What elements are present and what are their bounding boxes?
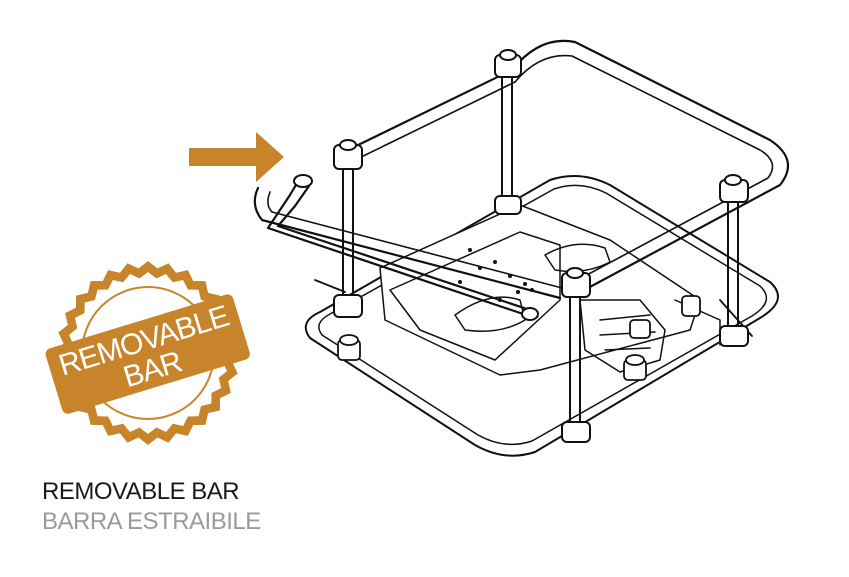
post-connectors bbox=[333, 49, 749, 443]
removable-bar-end bbox=[293, 174, 313, 188]
frame-illustration bbox=[253, 39, 790, 457]
post-front bbox=[569, 289, 581, 431]
mechanism-links bbox=[599, 299, 721, 351]
removable-bar-tube bbox=[266, 176, 537, 320]
removable-bar-seal: REMOVABLE BAR bbox=[45, 261, 250, 445]
top-frame-tube bbox=[253, 39, 790, 300]
seal-banner bbox=[45, 294, 250, 414]
removable-bar-end-2 bbox=[521, 307, 539, 321]
mechanism bbox=[579, 299, 666, 373]
caption-english: REMOVABLE BAR bbox=[42, 478, 240, 505]
post-back bbox=[501, 74, 513, 209]
top-frame-tube-inner bbox=[267, 54, 774, 289]
post-right bbox=[727, 191, 739, 339]
plate-cutout bbox=[454, 296, 526, 332]
post-left bbox=[342, 167, 354, 301]
seat-plate bbox=[389, 231, 561, 361]
lower-frame-tube-inner bbox=[318, 184, 768, 446]
caption-italian: BARRA ESTRAIBILE bbox=[42, 508, 261, 535]
lower-frame-tube bbox=[304, 175, 779, 457]
clamp-knobs bbox=[337, 295, 701, 381]
pointer-arrow-icon bbox=[189, 132, 284, 182]
